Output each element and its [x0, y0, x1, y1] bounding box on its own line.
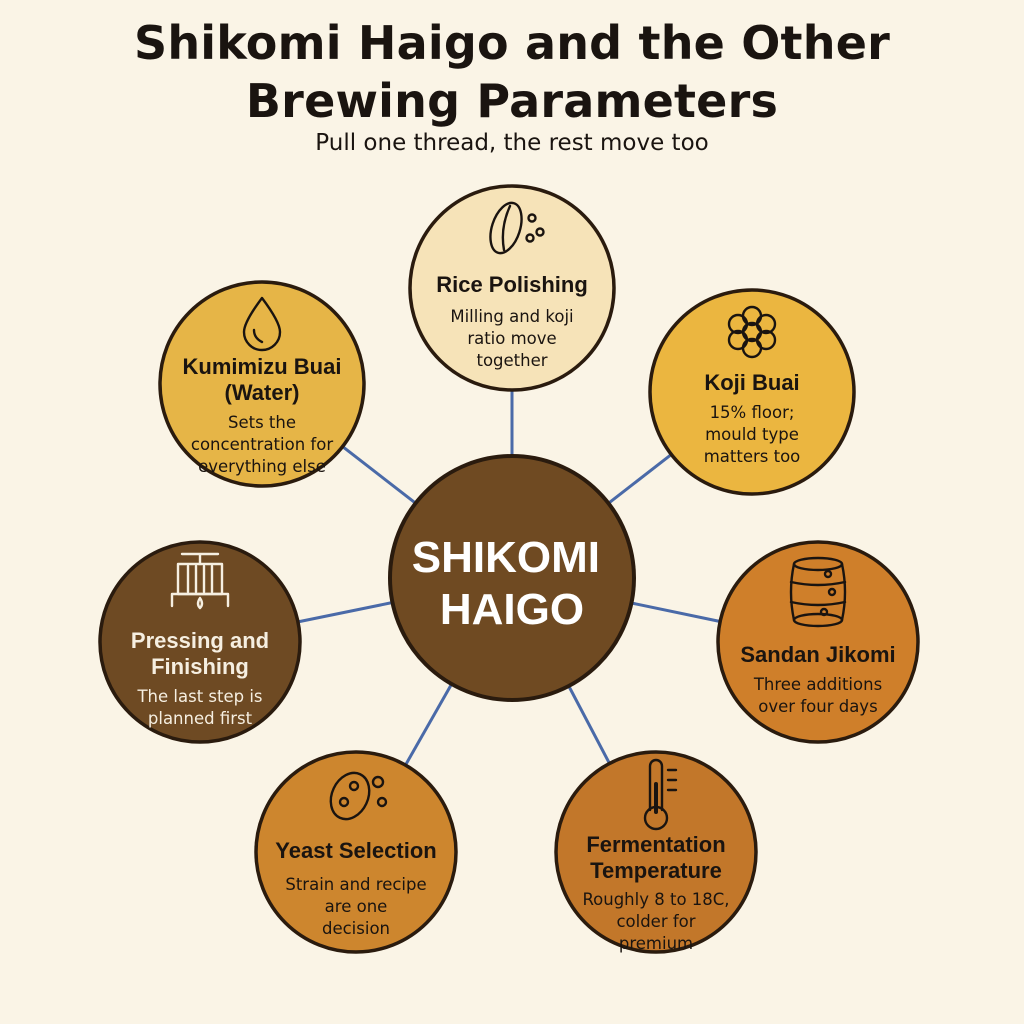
- koji-cluster-icon: [727, 305, 777, 359]
- node-description: Sets the concentration for everything else: [191, 413, 333, 476]
- node-description-line: Milling and koji: [450, 307, 573, 326]
- node-title-line: (Water): [225, 380, 300, 405]
- node-description-line: premium: [619, 934, 693, 953]
- diagram-subtitle: Pull one thread, the rest move too: [315, 130, 709, 156]
- node-description-line: Sets the: [228, 413, 296, 432]
- node-kumimizu-buai: Kumimizu Buai(Water) Sets the concentratio…: [158, 280, 366, 488]
- rice-grain-icon: [489, 201, 545, 255]
- thermometer-icon: [643, 758, 678, 831]
- node-description-line: Strain and recipe: [285, 875, 426, 894]
- link-fermentation-temperature: [567, 685, 611, 765]
- node-description-line: Roughly 8 to 18C,: [582, 890, 729, 909]
- node-title-line: Pressing and: [131, 628, 269, 653]
- diagram-title: Shikomi Haigo and the Other Brewing Para…: [134, 16, 890, 128]
- node-koji-buai: Koji Buai 15% floor; mould type matters too: [648, 288, 856, 496]
- node-description: Strain and recipe are one decision: [285, 875, 426, 938]
- link-yeast-selection: [404, 683, 453, 766]
- node-description-line: planned first: [148, 709, 253, 728]
- water-drop-icon: [242, 296, 282, 352]
- node-description-line: are one: [325, 897, 388, 916]
- barrel-icon: [789, 556, 847, 628]
- node-circle: [98, 540, 302, 744]
- center-circle: [388, 454, 636, 702]
- node-title: Yeast Selection: [275, 838, 436, 863]
- node-description-line: over four days: [758, 697, 877, 716]
- node-circle: [408, 184, 616, 392]
- center-node: SHIKOMI HAIGO: [388, 454, 636, 702]
- node-title: Koji Buai: [704, 370, 799, 395]
- node-description-line: ratio move: [467, 329, 556, 348]
- node-description-line: concentration for: [191, 435, 333, 454]
- press-icon: [170, 552, 230, 610]
- node-description: 15% floor; mould type matters too: [704, 403, 801, 466]
- node-description: Roughly 8 to 18C, colder for premium: [582, 890, 729, 953]
- node-description: The last step is planned first: [136, 687, 262, 728]
- connector-links: [297, 390, 721, 766]
- node-title-line: Yeast Selection: [275, 838, 436, 863]
- link-koji-buai: [607, 453, 673, 505]
- node-description-line: 15% floor;: [710, 403, 795, 422]
- node-circle: [716, 540, 920, 744]
- node-title-line: Sandan Jikomi: [740, 642, 895, 667]
- node-title: Kumimizu Buai(Water): [183, 354, 342, 405]
- node-title-line: Rice Polishing: [436, 272, 588, 297]
- node-description-line: Three additions: [753, 675, 882, 694]
- center-label: SHIKOMI HAIGO: [412, 533, 612, 634]
- link-kumimizu-buai: [341, 445, 417, 505]
- node-circle: [648, 288, 856, 496]
- node-description-line: The last step is: [136, 687, 262, 706]
- node-description-line: mould type: [705, 425, 799, 444]
- link-pressing-and-finishing: [297, 601, 393, 624]
- center-label-line-2: HAIGO: [440, 585, 584, 634]
- node-title-line: Koji Buai: [704, 370, 799, 395]
- node-circle: [254, 750, 458, 954]
- center-label-line-1: SHIKOMI: [412, 533, 600, 582]
- node-description: Three additions over four days: [753, 675, 882, 716]
- node-description-line: together: [476, 351, 547, 370]
- node-title: Rice Polishing: [436, 272, 588, 297]
- node-title-line: Finishing: [151, 654, 249, 679]
- node-circle: [158, 280, 366, 488]
- yeast-cell-icon: [329, 771, 388, 821]
- node-title: Sandan Jikomi: [740, 642, 895, 667]
- node-circle: [554, 750, 758, 954]
- link-sandan-jikomi: [631, 601, 721, 623]
- node-description-line: colder for: [616, 912, 695, 931]
- node-title-line: Fermentation: [586, 832, 725, 857]
- node-description-line: everything else: [198, 457, 326, 476]
- node-description-line: matters too: [704, 447, 801, 466]
- node-title-line: Kumimizu Buai: [183, 354, 342, 379]
- node-title-line: Temperature: [590, 858, 722, 883]
- node-description: Milling and koji ratio move together: [450, 307, 573, 370]
- node-description-line: decision: [322, 919, 390, 938]
